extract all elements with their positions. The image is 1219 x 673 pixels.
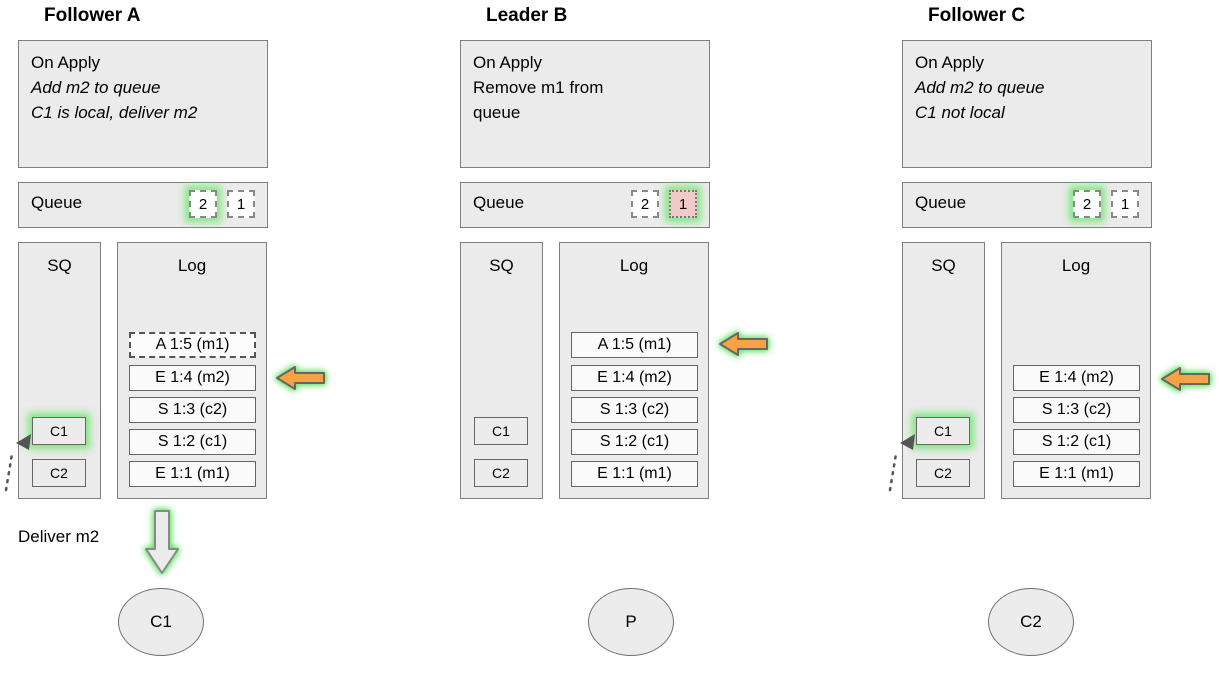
log-entry: S 1:3 (c2) [129, 397, 256, 423]
leader-b-panel: Leader B On Apply Remove m1 from queue Q… [460, 0, 768, 673]
queue-item-2: 2 [631, 190, 659, 218]
on-apply-note: On Apply Remove m1 from queue [460, 40, 710, 168]
send-queue-box: SQ C1 C2 [18, 242, 101, 499]
log-label: Log [1061, 256, 1091, 275]
send-queue-label: SQ [489, 256, 514, 275]
sq-item-c2: C2 [32, 459, 86, 487]
send-queue-box: SQ C1 C2 [902, 242, 985, 499]
log-label: Log [619, 256, 649, 275]
queue-item-1: 1 [227, 190, 255, 218]
client-ref-arrow-icon [4, 434, 31, 492]
on-apply-line: On Apply [31, 53, 100, 72]
queue-item-1: 1 [1111, 190, 1139, 218]
log-entry: S 1:3 (c2) [1013, 397, 1140, 423]
log-entry: E 1:1 (m1) [1013, 461, 1140, 487]
process-node: P [588, 588, 674, 656]
send-queue-label: SQ [931, 256, 956, 275]
on-apply-line: Add m2 to queue [31, 78, 161, 97]
apply-pointer-arrow-icon [719, 332, 768, 356]
panel-title: Follower C [928, 5, 1026, 26]
log-entry: S 1:3 (c2) [571, 397, 698, 423]
on-apply-line: C1 not local [915, 103, 1005, 122]
log-entry: S 1:2 (c1) [1013, 429, 1140, 455]
sq-item-c1: C1 [32, 417, 86, 445]
apply-pointer-arrow-icon [1161, 367, 1210, 391]
log-label: Log [177, 256, 207, 275]
on-apply-line: queue [473, 103, 521, 122]
queue-label: Queue [31, 193, 83, 212]
sq-item-c1: C1 [474, 417, 528, 445]
log-entry: A 1:5 (m1) [129, 332, 256, 358]
sq-item-c2: C2 [474, 459, 528, 487]
follower-a-panel: Follower A On Apply Add m2 to queue C1 i… [4, 0, 325, 673]
on-apply-line: Add m2 to queue [915, 78, 1045, 97]
log-entry: S 1:2 (c1) [129, 429, 256, 455]
log-entry: A 1:5 (m1) [571, 332, 698, 358]
log-box: Log A 1:5 (m1) E 1:4 (m2) S 1:3 (c2) S 1… [117, 242, 267, 499]
queue-box: Queue 2 1 [902, 182, 1152, 228]
log-entry: S 1:2 (c1) [571, 429, 698, 455]
follower-c-panel: Follower C On Apply Add m2 to queue C1 n… [888, 0, 1210, 673]
panel-title: Follower A [44, 5, 141, 26]
client-ref-arrow-icon [888, 434, 915, 492]
log-entry: E 1:4 (m2) [129, 365, 256, 391]
queue-box: Queue 2 1 [18, 182, 268, 228]
log-entry: E 1:4 (m2) [1013, 365, 1140, 391]
send-queue-label: SQ [47, 256, 72, 275]
client-node: C1 [118, 588, 204, 656]
on-apply-line: On Apply [915, 53, 984, 72]
log-box: Log E 1:4 (m2) S 1:3 (c2) S 1:2 (c1) E 1… [1001, 242, 1151, 499]
log-entry: E 1:4 (m2) [571, 365, 698, 391]
deliver-label: Deliver m2 [18, 527, 100, 546]
queue-label: Queue [915, 193, 967, 212]
queue-item-1-removed: 1 [669, 190, 697, 218]
on-apply-note: On Apply Add m2 to queue C1 is local, de… [18, 40, 268, 168]
queue-box: Queue 2 1 [460, 182, 710, 228]
queue-item-2: 2 [189, 190, 217, 218]
sq-item-c2: C2 [916, 459, 970, 487]
client-node: C2 [988, 588, 1074, 656]
sq-item-c1: C1 [916, 417, 970, 445]
on-apply-line: Remove m1 from [473, 78, 604, 97]
log-entry: E 1:1 (m1) [571, 461, 698, 487]
on-apply-note: On Apply Add m2 to queue C1 not local [902, 40, 1152, 168]
deliver-arrow-icon [145, 510, 179, 574]
queue-label: Queue [473, 193, 525, 212]
on-apply-line: On Apply [473, 53, 542, 72]
queue-item-2: 2 [1073, 190, 1101, 218]
apply-pointer-arrow-icon [276, 366, 325, 390]
log-box: Log A 1:5 (m1) E 1:4 (m2) S 1:3 (c2) S 1… [559, 242, 709, 499]
log-entry: E 1:1 (m1) [129, 461, 256, 487]
panel-title: Leader B [486, 5, 568, 26]
on-apply-line: C1 is local, deliver m2 [31, 103, 198, 122]
send-queue-box: SQ C1 C2 [460, 242, 543, 499]
